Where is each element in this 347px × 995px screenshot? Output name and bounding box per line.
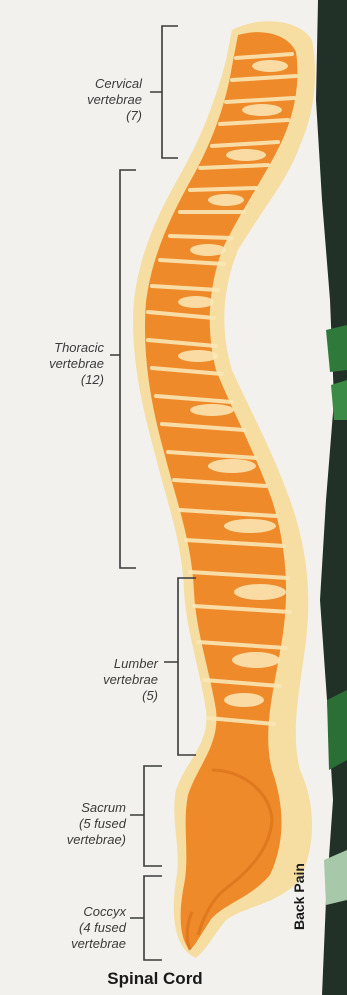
label-sacrum: Sacrum (5 fused vertebrae) — [10, 800, 126, 848]
caption: Spinal Cord — [0, 969, 310, 989]
label-thoracic: Thoracic vertebrae (12) — [0, 340, 104, 388]
label-cervical: Cervical vertebrae (7) — [30, 76, 142, 124]
bracket-coccyx — [130, 876, 162, 960]
bracket-cervical — [150, 26, 178, 158]
bracket-thoracic — [110, 170, 136, 568]
right-edge-strip — [316, 0, 347, 995]
label-coccyx: Coccyx (4 fused vertebrae — [10, 904, 126, 952]
spine — [133, 21, 315, 958]
edge-text-back-pain: Back Pain — [291, 860, 307, 930]
bracket-sacrum — [130, 766, 162, 866]
label-lumber: Lumber vertebrae (5) — [40, 656, 158, 704]
